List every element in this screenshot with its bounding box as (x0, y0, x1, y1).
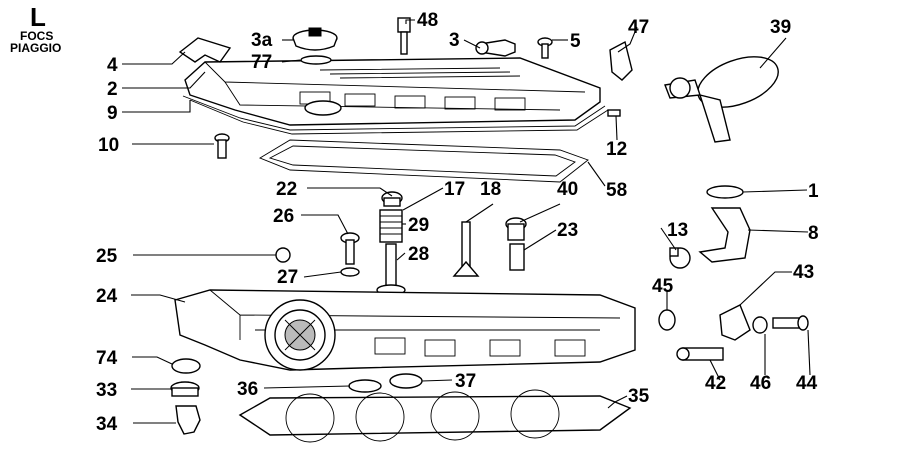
callout-13: 13 (667, 220, 688, 241)
callout-74: 74 (96, 348, 118, 369)
guide-40 (505, 217, 527, 241)
thermostat-housing (664, 56, 779, 143)
stud-48 (397, 17, 411, 55)
valve-28 (376, 243, 406, 296)
callout-12: 12 (606, 139, 627, 160)
oil-filler-cap (292, 27, 338, 51)
callout-40: 40 (557, 179, 578, 200)
callout-46: 46 (750, 373, 771, 394)
callout-22: 22 (276, 179, 297, 200)
part-34 (175, 405, 201, 435)
head-gasket (238, 389, 632, 443)
seal-36 (348, 379, 382, 393)
callout-4: 4 (107, 55, 118, 76)
callout-34: 34 (96, 414, 118, 435)
callout-26: 26 (273, 206, 294, 227)
section-letter: L (30, 2, 46, 32)
callout-10: 10 (98, 135, 119, 156)
plug-25 (275, 247, 291, 263)
leader-lines (122, 19, 811, 424)
callout-17: 17 (444, 179, 465, 200)
rocker-cover (184, 57, 601, 126)
valve-18 (452, 221, 480, 277)
clamp-13 (669, 247, 691, 269)
valve-spring-29 (379, 209, 403, 243)
sensor-42 (676, 347, 724, 361)
cover-gasket (182, 95, 609, 135)
callout-36: 36 (237, 379, 258, 400)
callout-35: 35 (628, 386, 650, 407)
temperature-sender (475, 39, 516, 57)
callout-18: 18 (480, 179, 501, 200)
callout-9: 9 (107, 103, 118, 124)
callout-44: 44 (796, 373, 818, 394)
callout-42: 42 (705, 373, 726, 394)
bolt-26 (340, 232, 360, 265)
callout-77: 77 (251, 52, 272, 73)
callout-2: 2 (107, 79, 118, 100)
callout-3: 3 (449, 30, 460, 51)
callout-1: 1 (808, 181, 819, 202)
header-line-1: FOCS (20, 29, 53, 43)
header-line-2: PIAGGIO (10, 41, 61, 55)
pin-12 (607, 109, 621, 117)
bracket-47 (609, 40, 633, 81)
guide-23 (509, 243, 525, 271)
callout-33: 33 (96, 380, 117, 401)
clamp-1 (706, 185, 744, 199)
lifting-bracket (178, 37, 232, 63)
callout-47: 47 (628, 17, 649, 38)
callout-45: 45 (652, 276, 674, 297)
callout-48: 48 (417, 10, 438, 31)
callout-37: 37 (455, 371, 476, 392)
seal-74 (171, 358, 201, 374)
callout-39: 39 (770, 17, 791, 38)
oil-cap-seal (300, 55, 332, 65)
washer-46 (752, 316, 768, 334)
callout-5: 5 (570, 31, 581, 52)
seal-37 (389, 373, 423, 389)
o-ring-45 (658, 309, 676, 331)
hose-8 (698, 207, 751, 263)
screw-5 (537, 37, 553, 59)
bolt-10 (214, 133, 230, 159)
bracket-43 (719, 304, 751, 341)
bolt-44 (772, 315, 809, 331)
cylinder-head (174, 289, 636, 371)
washer-27 (340, 267, 360, 277)
cap-33 (170, 381, 200, 397)
callout-27: 27 (277, 267, 298, 288)
callout-43: 43 (793, 262, 814, 283)
callout-28: 28 (408, 244, 429, 265)
callout-8: 8 (808, 223, 819, 244)
callout-23: 23 (557, 220, 578, 241)
callout-58: 58 (606, 180, 627, 201)
diagram-header: L FOCS PIAGGIO (10, 2, 61, 55)
callout-29: 29 (408, 215, 429, 236)
callout-numbers: 48 3a 3 5 47 39 4 77 2 9 12 10 58 1 22 1… (96, 10, 819, 435)
inner-gasket (258, 139, 589, 183)
callout-25: 25 (96, 246, 118, 267)
valve-stem-seal-22 (381, 191, 403, 207)
callout-24: 24 (96, 286, 118, 307)
callout-3a: 3a (251, 30, 273, 51)
